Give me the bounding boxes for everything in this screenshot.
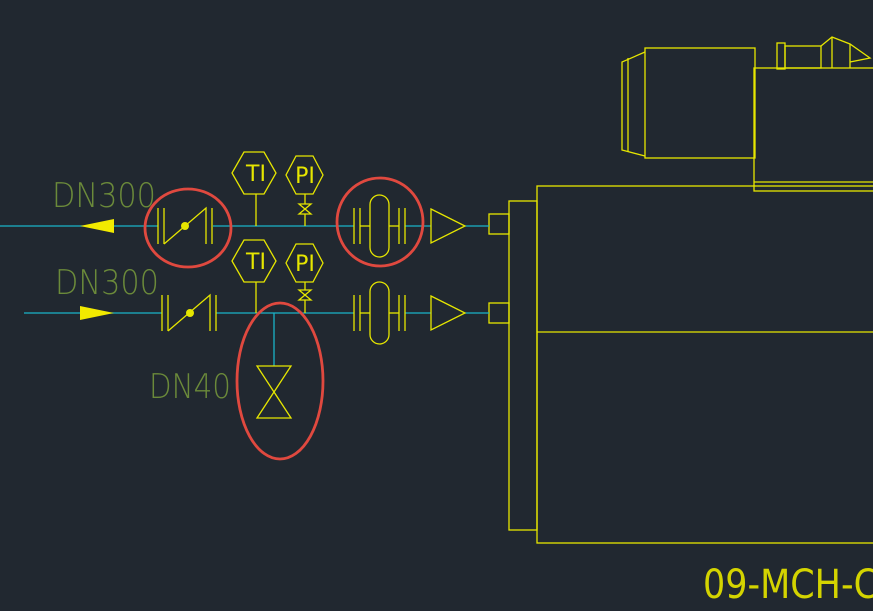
pi-top-label: PI <box>295 164 315 189</box>
ti-top-label: TI <box>245 162 266 187</box>
ti-bottom-instrument: TI <box>231 239 277 313</box>
pi-top-instrument: PI <box>285 155 324 226</box>
pi-bottom-label: PI <box>295 252 315 277</box>
check-valve-bottom <box>161 293 217 332</box>
gate-valve-branch <box>255 365 293 419</box>
motor-block <box>621 36 873 192</box>
flow-arrow-left <box>80 219 114 233</box>
flex-connector-bottom <box>353 281 406 345</box>
check-valve-top <box>157 206 213 245</box>
reducer-bottom <box>430 294 467 332</box>
pipe-line-bottom <box>24 312 489 366</box>
equipment-tag-label: 09-MCH-C <box>703 562 873 606</box>
compressor-body <box>488 185 873 544</box>
flow-arrow-right <box>80 306 114 320</box>
ti-top-instrument: TI <box>231 151 277 226</box>
highlight-gate-valve <box>235 301 325 461</box>
flex-connector-top <box>353 194 406 258</box>
branch-size-label: DN40 <box>149 367 231 407</box>
highlight-flex-connector <box>335 176 425 268</box>
highlight-check-valve <box>143 187 233 269</box>
pi-bottom-instrument: PI <box>285 243 324 313</box>
ti-bottom-label: TI <box>245 250 266 275</box>
reducer-top <box>430 207 467 245</box>
pipe-size-label-top: DN300 <box>52 176 156 216</box>
pipe-size-label-bottom: DN300 <box>55 263 159 303</box>
